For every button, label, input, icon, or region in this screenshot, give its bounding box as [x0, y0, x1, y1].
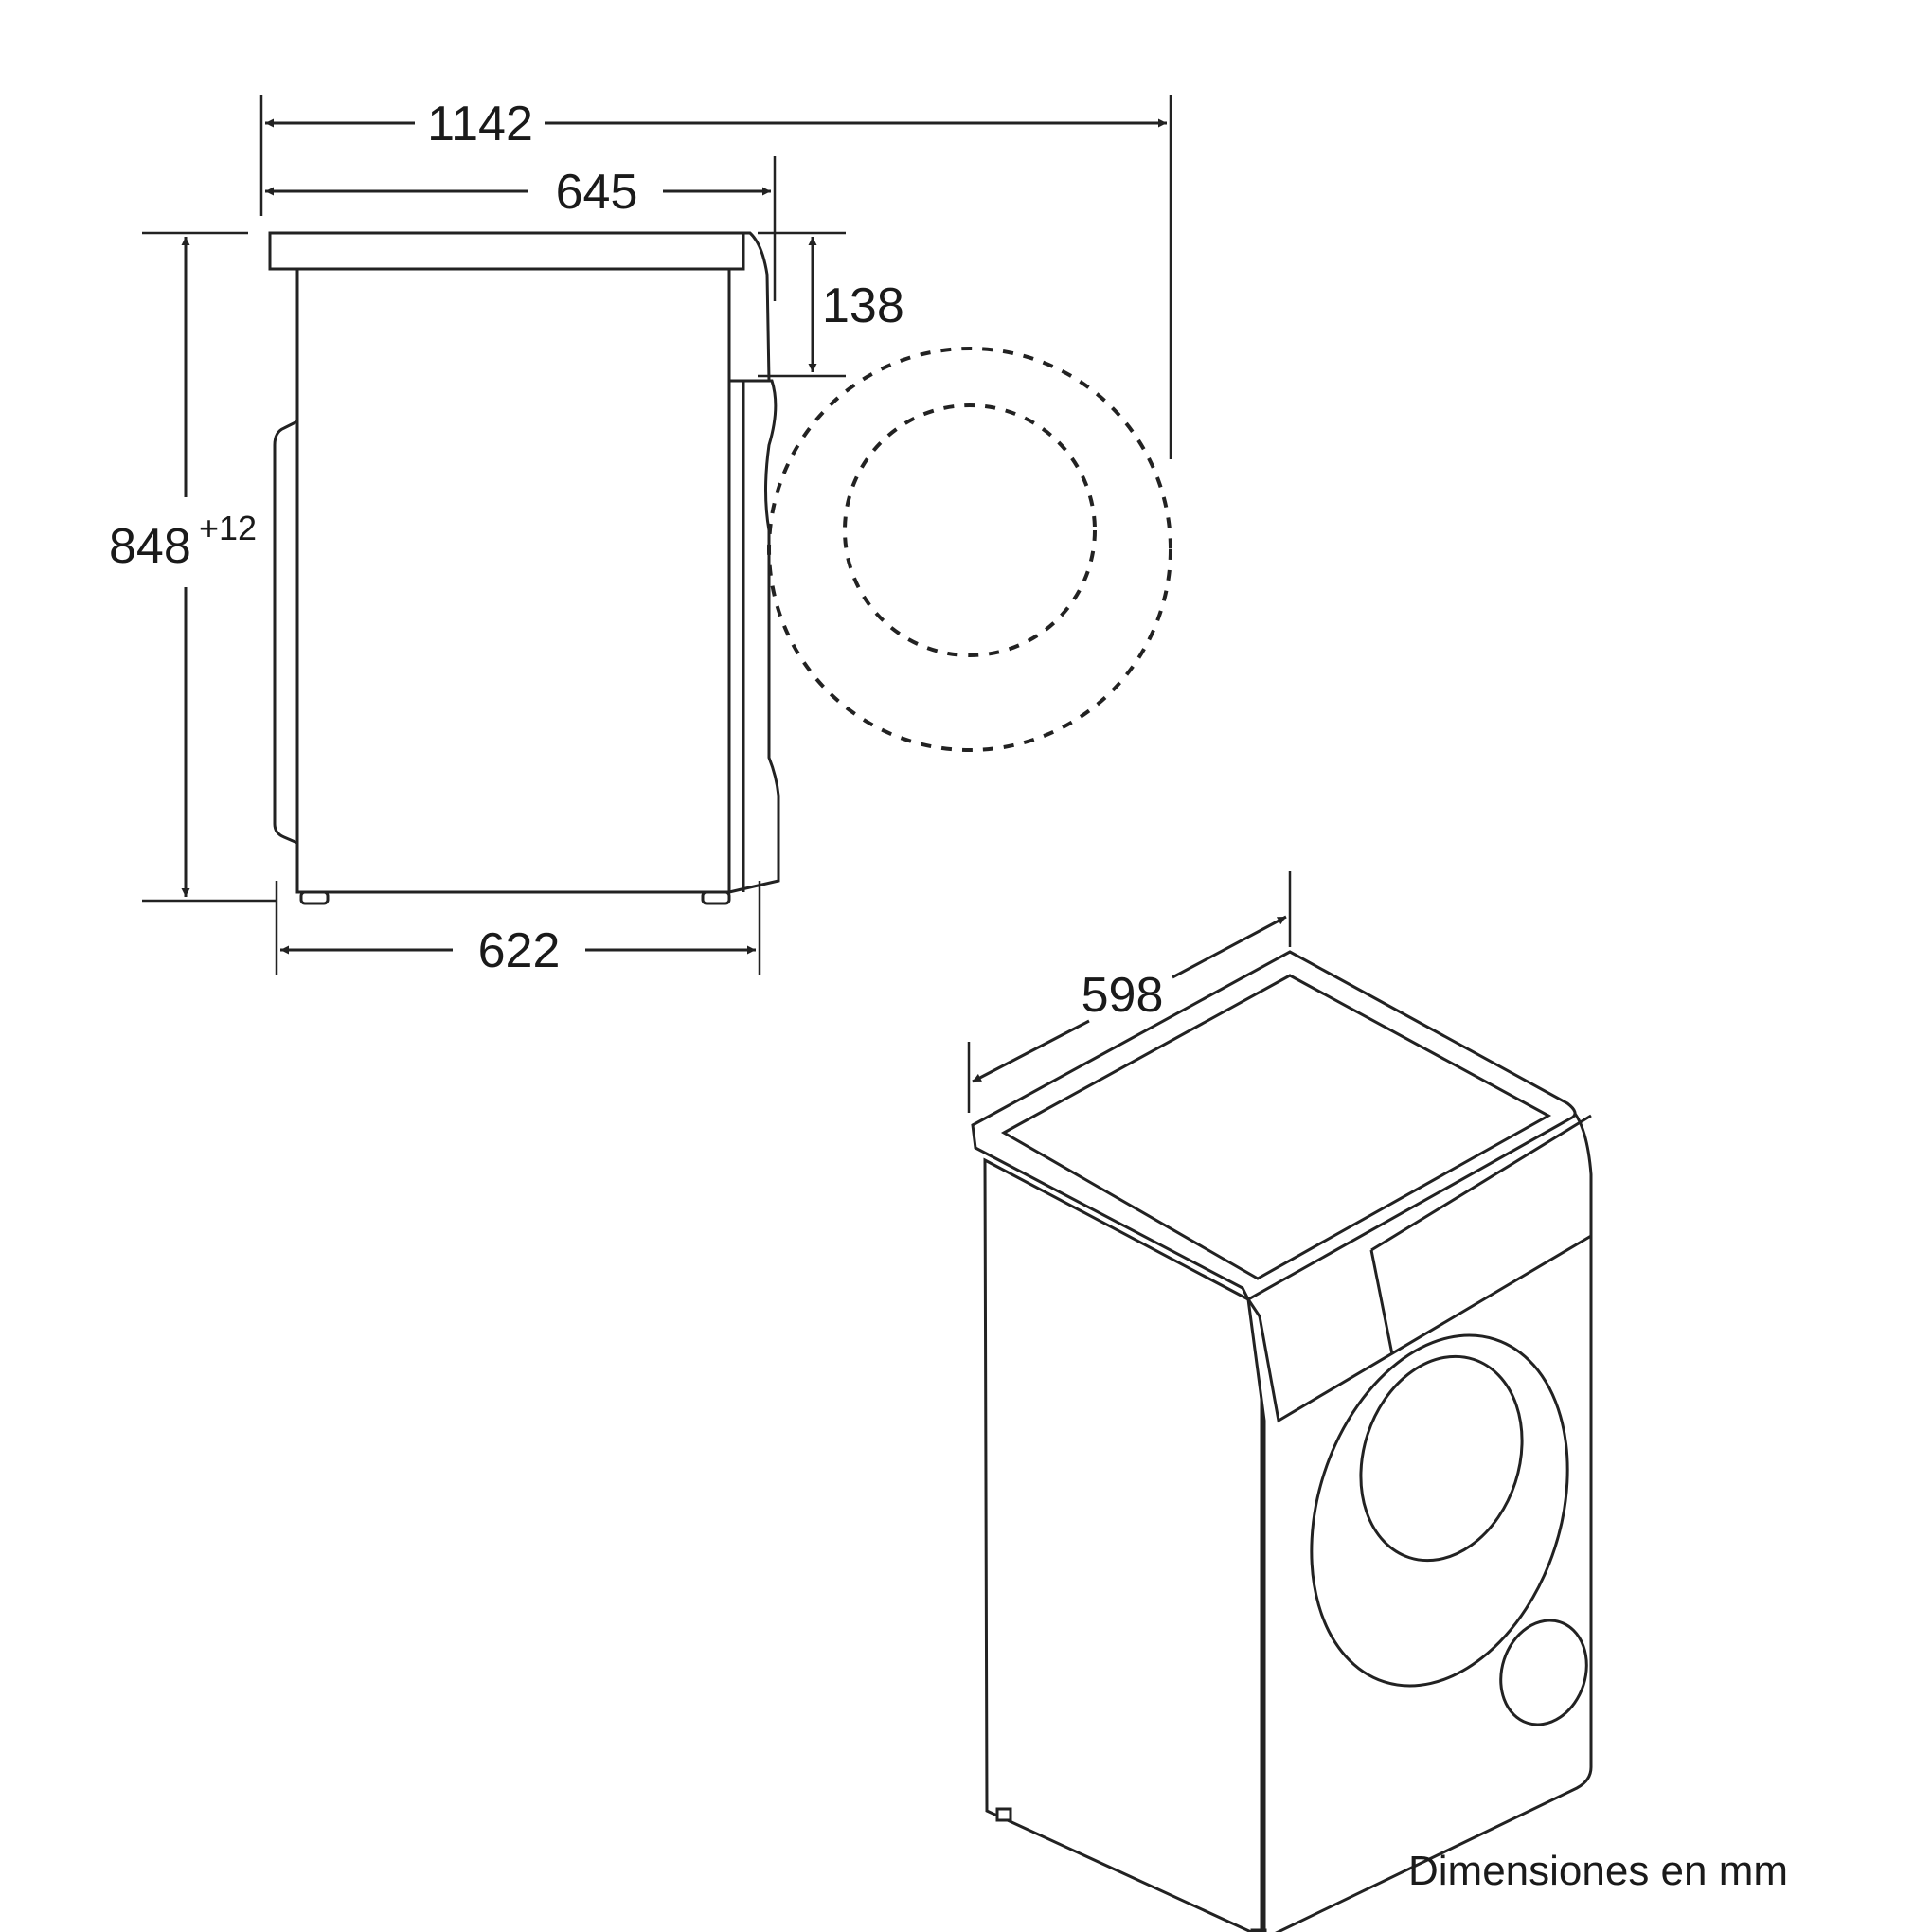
door-open-inner [843, 403, 1097, 657]
dim-label-depth-with-door: 645 [556, 165, 638, 220]
iso-side-panel [983, 1157, 1263, 1932]
iso-worktop-inner [1000, 974, 1552, 1280]
dim-label-door-offset: 138 [822, 278, 904, 333]
side-view: 1142 645 138 848 +12 622 [109, 95, 1172, 978]
dim-label-total-depth: 1142 [427, 97, 533, 152]
dim-label-height: 848 [109, 519, 191, 574]
dim-arrow-598-right [1172, 915, 1287, 979]
iso-drawer-edge [1370, 1114, 1592, 1252]
iso-door-outer [1310, 1333, 1569, 1688]
cabinet-side [295, 267, 731, 894]
iso-pump-cover [1499, 1619, 1588, 1726]
foot-rear [299, 890, 330, 905]
iso-foot-front [1250, 1928, 1267, 1932]
worktop [268, 231, 745, 271]
door-open-outer [767, 347, 1172, 752]
iso-worktop [971, 950, 1577, 1302]
foot-front [701, 890, 731, 905]
dim-label-height-tolerance: +12 [199, 509, 257, 547]
front-panel [728, 379, 780, 894]
iso-door-inner [1359, 1354, 1524, 1563]
dim-label-body-depth: 622 [478, 923, 561, 978]
iso-foot-left [995, 1807, 1012, 1822]
units-caption: Dimensiones en mm [1408, 1848, 1788, 1894]
dim-label-width: 598 [1082, 968, 1164, 1023]
dim-arrow-598-left [972, 1019, 1090, 1083]
rear-bulge [273, 420, 298, 845]
isometric-view: 598 [967, 871, 1593, 1932]
iso-drawer-divider [1369, 1249, 1394, 1355]
iso-front-panel [1246, 1234, 1593, 1932]
